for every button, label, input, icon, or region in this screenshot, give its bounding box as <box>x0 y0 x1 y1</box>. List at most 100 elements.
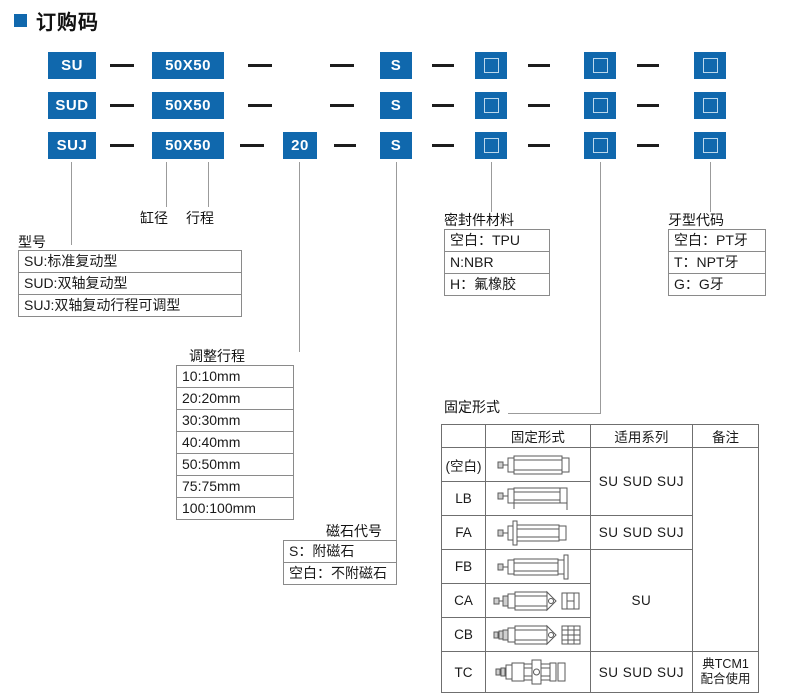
empty-slot-icon <box>483 58 499 73</box>
cylinder-ca-icon <box>485 583 591 618</box>
model-option-item: SU:标准复动型 <box>19 251 241 273</box>
cylinder-fa-icon <box>485 515 591 550</box>
thread-option-item: 空白：PT牙 <box>669 230 765 252</box>
dash-separator <box>528 104 550 107</box>
code-box-thread-row1[interactable] <box>694 52 726 79</box>
adjust-stroke-options-table: 10:10mm 20:20mm 30:30mm 40:40mm 50:50mm … <box>176 365 294 520</box>
caption-stroke: 行程 <box>186 210 214 226</box>
adjust-option-item: 100:100mm <box>182 500 256 516</box>
cylinder-cb-icon <box>485 617 591 652</box>
cylinder-fb-icon <box>485 549 591 584</box>
mounting-type-table: 固定形式 适用系列 备注 (空白) SU SUD SUJ LB <box>440 424 759 693</box>
leader-line-thread <box>710 162 711 212</box>
thread-option-item: G：G牙 <box>674 276 724 292</box>
dash-separator <box>637 64 659 67</box>
dash-separator <box>432 104 454 107</box>
seal-options-table: 空白：TPU N:NBR H：氟橡胶 <box>444 229 550 296</box>
thread-option-item: T：NPT牙 <box>669 252 765 274</box>
code-box-model-row2[interactable]: SUD <box>48 92 96 119</box>
code-box-magnet-row1[interactable]: S <box>380 52 412 79</box>
table-row: FB SU <box>440 549 759 652</box>
cylinder-lb-icon <box>485 481 591 516</box>
code-box-model-row3[interactable]: SUJ <box>48 132 96 159</box>
mount-code-tc: TC <box>440 651 487 693</box>
code-box-model-row1[interactable]: SU <box>48 52 96 79</box>
code-box-seal-row1[interactable] <box>475 52 507 79</box>
adjust-option-item: 10:10mm <box>177 366 293 388</box>
empty-slot-icon <box>702 138 718 153</box>
mount-remark-tc-line2: 配合使用 <box>700 672 751 686</box>
table-row: TC SU SUD SUJ 典TCM1 配合使用 <box>440 651 759 693</box>
empty-slot-icon <box>702 58 718 73</box>
model-option-item: SUJ:双轴复动行程可调型 <box>24 297 181 313</box>
mount-series-blank-lb: SU SUD SUJ <box>589 447 694 516</box>
table-row: (空白) SU SUD SUJ <box>440 447 759 652</box>
mount-code-fa: FA <box>440 515 487 550</box>
dash-separator <box>110 64 134 67</box>
empty-slot-icon <box>483 98 499 113</box>
page-title-text: 订购码 <box>36 12 99 34</box>
adjust-option-item: 75:75mm <box>177 476 293 498</box>
empty-slot-icon <box>592 138 608 153</box>
leader-line-seal <box>491 162 492 212</box>
mount-code-lb: LB <box>440 481 487 516</box>
caption-seal-material: 密封件材料 <box>444 212 514 228</box>
model-option-item: SUD:双轴复动型 <box>19 273 241 295</box>
code-box-bore-row3[interactable]: 50X50 <box>152 132 224 159</box>
mount-remark-empty <box>692 447 759 652</box>
mount-code-cb: CB <box>440 617 487 652</box>
code-box-magnet-row2[interactable]: S <box>380 92 412 119</box>
page-title: 订购码 <box>14 6 99 35</box>
caption-model: 型号 <box>18 234 46 250</box>
dash-separator <box>637 104 659 107</box>
dash-separator <box>240 144 264 147</box>
mount-header-remark: 备注 <box>692 424 759 448</box>
mount-header-series: 适用系列 <box>589 424 694 448</box>
mount-header-type: 固定形式 <box>485 424 591 448</box>
code-box-mounting-row2[interactable] <box>584 92 616 119</box>
dash-separator <box>432 144 454 147</box>
leader-line-mounting <box>600 162 601 414</box>
code-box-seal-row3[interactable] <box>475 132 507 159</box>
mount-remark-tc-line1: 典TCM1 <box>702 657 749 671</box>
code-box-magnet-row3[interactable]: S <box>380 132 412 159</box>
code-box-mounting-row1[interactable] <box>584 52 616 79</box>
mount-code-ca: CA <box>440 583 487 618</box>
table-row: LB <box>440 481 759 516</box>
dash-separator <box>330 104 354 107</box>
leader-line-mounting-horizontal <box>508 413 601 414</box>
mount-series-tc: SU SUD SUJ <box>589 651 694 693</box>
cylinder-tc-icon <box>485 651 591 693</box>
dash-separator <box>637 144 659 147</box>
code-box-mounting-row3[interactable] <box>584 132 616 159</box>
caption-thread: 牙型代码 <box>668 212 724 228</box>
code-box-bore-row1[interactable]: 50X50 <box>152 52 224 79</box>
thread-options-table: 空白：PT牙 T：NPT牙 G：G牙 <box>668 229 766 296</box>
mount-code-blank: (空白) <box>440 447 487 482</box>
cylinder-basic-icon <box>485 447 591 482</box>
code-box-thread-row3[interactable] <box>694 132 726 159</box>
seal-option-item: H：氟橡胶 <box>450 276 517 292</box>
empty-slot-icon <box>702 98 718 113</box>
code-box-seal-row2[interactable] <box>475 92 507 119</box>
code-box-bore-row2[interactable]: 50X50 <box>152 92 224 119</box>
leader-line-bore <box>166 162 167 207</box>
dash-separator <box>432 64 454 67</box>
dash-separator <box>330 64 354 67</box>
table-row: FA SU SUD SUJ <box>440 515 759 550</box>
caption-magnet: 磁石代号 <box>326 523 382 539</box>
seal-option-item: 空白：TPU <box>445 230 549 252</box>
table-row: CA <box>440 583 759 618</box>
dash-separator <box>528 64 550 67</box>
title-bullet-icon <box>14 14 27 27</box>
leader-line-model <box>71 162 72 245</box>
empty-slot-icon <box>592 98 608 113</box>
code-box-adjust-row3[interactable]: 20 <box>283 132 317 159</box>
dash-separator <box>110 104 134 107</box>
model-options-table: SU:标准复动型 SUD:双轴复动型 SUJ:双轴复动行程可调型 <box>18 250 242 317</box>
mount-remark-tc: 典TCM1 配合使用 <box>692 651 759 693</box>
empty-slot-icon <box>483 138 499 153</box>
magnet-option-item: 空白：不附磁石 <box>289 565 387 581</box>
code-box-thread-row2[interactable] <box>694 92 726 119</box>
adjust-option-item: 30:30mm <box>177 410 293 432</box>
